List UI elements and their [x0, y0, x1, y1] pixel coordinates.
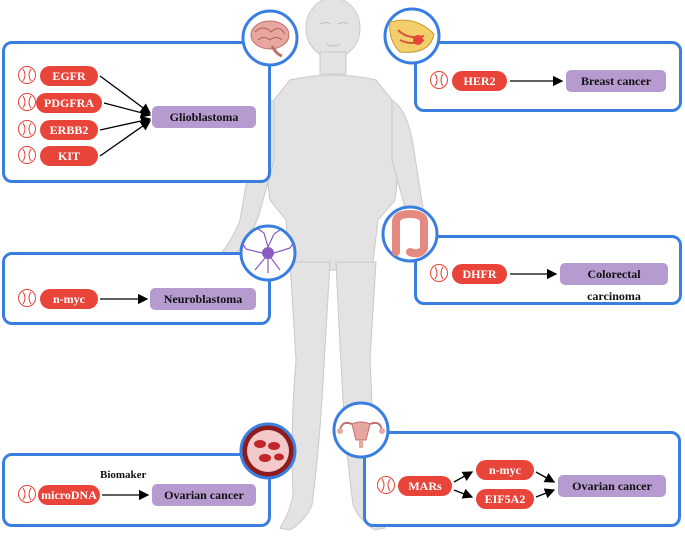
gene-egfr: EGFR — [40, 66, 98, 86]
dna-icon — [430, 71, 448, 89]
dna-icon — [18, 485, 36, 503]
disease-neuroblastoma: Neuroblastoma — [150, 288, 256, 310]
disease-glioblastoma: Glioblastoma — [152, 106, 256, 128]
blood-cells-icon — [239, 422, 297, 480]
arrow-mars-eif5a2 — [453, 488, 474, 499]
arrow-pdgfra — [103, 102, 152, 118]
arrow-kit — [99, 120, 152, 157]
disease-colorectal-carcinoma: Colorectal carcinoma — [560, 263, 668, 303]
dna-icon — [18, 93, 36, 111]
colon-icon — [381, 205, 439, 263]
arrow-mars-n-myc — [453, 471, 474, 483]
dna-icon — [18, 146, 36, 164]
gene-her2: HER2 — [452, 71, 507, 91]
gene-mars: MARs — [398, 476, 452, 496]
gene-n-myc: n-myc — [40, 289, 98, 309]
neuron-icon — [239, 224, 297, 282]
disease-breast-cancer: Breast cancer — [566, 70, 666, 92]
uterus-icon — [332, 401, 390, 459]
gene-kit: KIT — [40, 146, 98, 166]
breast-tissue-icon — [383, 7, 441, 65]
dna-icon — [430, 264, 448, 282]
edge-label-biomaker: Biomaker — [100, 469, 147, 481]
disease-ovarian-cancer-left: Ovarian cancer — [152, 484, 256, 506]
gene-pdgfra: PDGFRA — [36, 93, 102, 113]
gene-n-myc-ovarian: n-myc — [476, 460, 534, 480]
arrow-erbb2 — [99, 115, 152, 131]
gene-erbb2: ERBB2 — [40, 120, 98, 140]
arrow-n-myc-ovarian — [535, 471, 556, 483]
disease-ovarian-cancer-right: Ovarian cancer — [558, 475, 666, 497]
gene-microdna: microDNA — [38, 485, 100, 505]
arrow-egfr — [99, 75, 152, 114]
brain-icon — [241, 9, 299, 67]
gene-eif5a2: EIF5A2 — [476, 489, 534, 509]
dna-icon — [377, 476, 395, 494]
dna-icon — [18, 66, 36, 84]
dna-icon — [18, 120, 36, 138]
dna-icon — [18, 289, 36, 307]
gene-dhfr: DHFR — [452, 264, 507, 284]
arrow-eif5a2-ovarian — [535, 488, 556, 499]
